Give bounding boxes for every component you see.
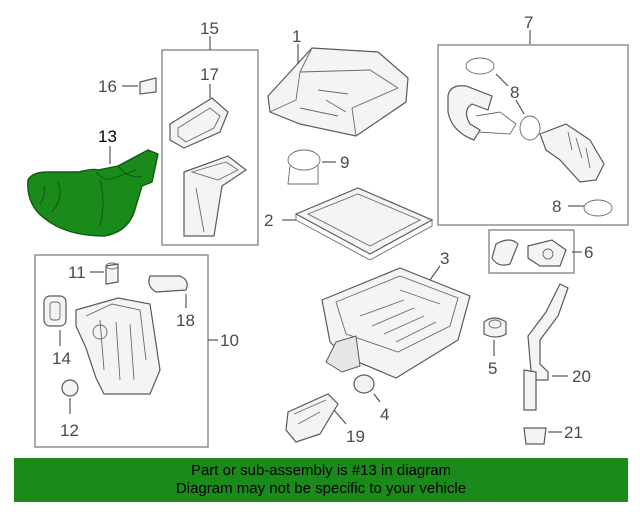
part-7-hoses[interactable]: [447, 85, 605, 183]
part-20-hose[interactable]: [523, 283, 569, 411]
part-8-clamp-lower[interactable]: [583, 199, 613, 217]
callout-11: 11: [68, 263, 86, 282]
callout-18: 18: [176, 311, 195, 330]
footer-banner: Part or sub-assembly is #13 in diagram D…: [14, 458, 628, 502]
callout-8-upper: 8: [510, 83, 519, 102]
callout-2: 2: [264, 211, 273, 230]
callout-20: 20: [572, 367, 591, 386]
callout-17: 17: [200, 65, 219, 84]
part-3-housing[interactable]: [321, 267, 471, 379]
part-12-grommet[interactable]: [61, 379, 79, 397]
part-16-clip[interactable]: [139, 77, 157, 95]
callout-12: 12: [60, 421, 79, 440]
part-1-cover[interactable]: [267, 47, 409, 137]
part-19-bracket[interactable]: [285, 393, 339, 443]
part-21-fitting[interactable]: [523, 427, 547, 445]
callout-16: 16: [98, 77, 117, 96]
part-5-grommet[interactable]: [483, 317, 507, 338]
callout-5: 5: [488, 359, 497, 378]
callout-9: 9: [340, 153, 349, 172]
group-box-10: [34, 254, 209, 448]
callout-19: 19: [346, 427, 365, 446]
part-17-gasket[interactable]: [169, 97, 229, 149]
part-4-grommet[interactable]: [353, 374, 375, 394]
callout-4: 4: [380, 405, 389, 424]
part-18-cap[interactable]: [148, 275, 188, 293]
part-2-filter[interactable]: [294, 187, 434, 261]
part-11-fitting[interactable]: [105, 262, 119, 285]
callout-10: 10: [220, 331, 239, 350]
callout-3: 3: [440, 249, 449, 268]
footer-line-1: Part or sub-assembly is #13 in diagram: [190, 462, 452, 479]
part-10-resonator[interactable]: [75, 297, 161, 395]
part-6-sensor[interactable]: [491, 239, 567, 267]
callout-21: 21: [564, 423, 583, 442]
callout-7: 7: [524, 13, 533, 32]
callout-14: 14: [52, 349, 71, 368]
part-13-duct[interactable]: [27, 149, 159, 237]
callout-1: 1: [292, 27, 301, 46]
footer-line-2: Diagram may not be specific to your vehi…: [175, 480, 467, 497]
callout-6: 6: [584, 243, 593, 262]
group-box-7: [437, 44, 629, 226]
callout-13: 13: [98, 127, 117, 146]
part-14-seal[interactable]: [43, 295, 67, 327]
part-9-clamp[interactable]: [287, 149, 321, 185]
callout-15: 15: [200, 19, 219, 38]
part-8-clamp-upper[interactable]: [465, 57, 541, 141]
part-15-duct[interactable]: [183, 155, 248, 237]
callout-8-lower: 8: [552, 197, 561, 216]
